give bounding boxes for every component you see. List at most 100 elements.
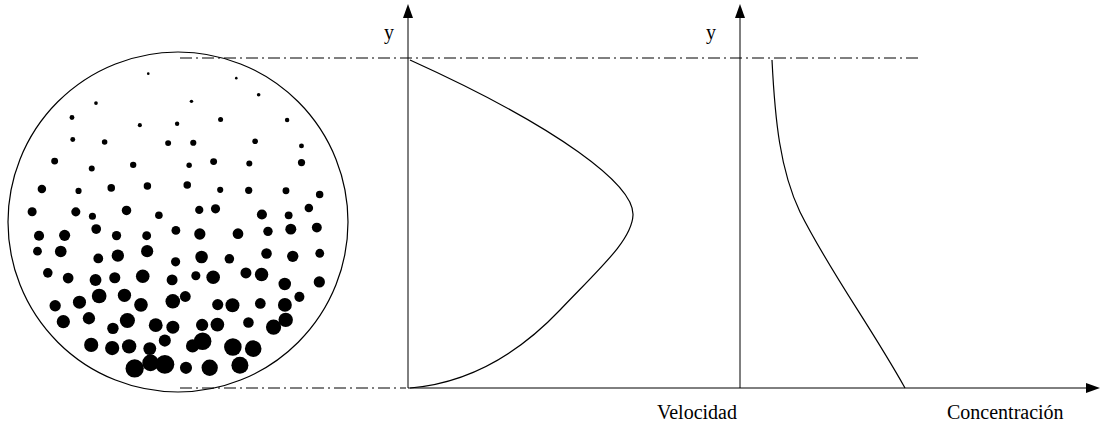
particle	[245, 340, 262, 357]
particle	[38, 185, 46, 193]
particle	[211, 318, 225, 332]
particle	[55, 246, 67, 258]
particle	[283, 187, 290, 194]
particle	[147, 72, 150, 75]
particle	[285, 224, 296, 235]
reference-line	[180, 58, 918, 59]
particle	[172, 226, 181, 235]
particle	[28, 207, 37, 216]
particle	[165, 140, 171, 146]
particle	[305, 204, 314, 213]
particle	[212, 299, 223, 310]
particle	[75, 188, 81, 194]
particle	[196, 319, 208, 331]
particle	[102, 139, 108, 145]
axis-label: Velocidad	[657, 402, 737, 422]
particle	[246, 160, 252, 166]
axis-label: Concentración	[947, 402, 1064, 422]
particle	[194, 228, 205, 239]
particle	[107, 184, 115, 192]
particle	[252, 138, 258, 144]
particle	[94, 101, 98, 105]
particle	[195, 251, 208, 264]
particle	[57, 315, 70, 328]
particle	[83, 312, 95, 324]
pipe-section	[8, 52, 348, 392]
velocity-profile	[410, 60, 633, 388]
particle	[175, 122, 179, 126]
axis-label: y	[384, 22, 394, 42]
particle	[180, 362, 192, 374]
particle	[112, 231, 121, 240]
particle	[231, 357, 248, 374]
particle	[51, 158, 58, 165]
particle	[211, 204, 220, 213]
particle	[105, 341, 119, 355]
axis-label: y	[706, 22, 716, 42]
particle	[240, 267, 251, 278]
particle	[71, 207, 80, 216]
particle	[190, 140, 196, 146]
particle	[245, 187, 252, 194]
particle	[43, 268, 53, 278]
particle	[34, 231, 44, 241]
particle	[194, 332, 212, 350]
particle	[73, 296, 86, 309]
particle	[109, 272, 120, 283]
particle	[294, 292, 304, 302]
particle	[299, 143, 304, 148]
concentration-profile	[772, 60, 905, 388]
particle	[257, 93, 261, 97]
particle	[217, 187, 223, 193]
particle	[63, 273, 74, 284]
particle	[278, 313, 292, 327]
particle	[149, 318, 163, 332]
particle	[180, 291, 191, 302]
particle	[261, 248, 272, 259]
particle	[142, 231, 151, 240]
particle	[183, 181, 191, 189]
particle	[218, 117, 223, 122]
arrowhead	[735, 4, 745, 18]
particle	[90, 274, 102, 286]
particle	[130, 162, 136, 168]
y-axis	[740, 12, 741, 388]
particle	[278, 278, 291, 291]
particle	[255, 298, 266, 309]
arrowhead	[1086, 383, 1100, 393]
particle	[171, 257, 180, 266]
particle	[122, 206, 132, 216]
particle	[143, 342, 156, 355]
x-axis	[408, 388, 1092, 389]
particle	[186, 162, 191, 167]
particle	[263, 227, 272, 236]
particle	[159, 335, 171, 347]
particle	[224, 338, 242, 356]
particle	[314, 276, 325, 287]
particle	[285, 211, 293, 219]
particle	[92, 289, 107, 304]
particle	[136, 269, 150, 283]
particle	[210, 158, 217, 165]
particle	[89, 165, 95, 171]
particle	[84, 338, 98, 352]
particle	[122, 339, 136, 353]
particle	[167, 274, 178, 285]
particle	[190, 100, 193, 103]
particle	[141, 245, 153, 257]
y-axis	[408, 12, 409, 388]
particle	[107, 323, 118, 334]
particle	[315, 249, 324, 258]
particle	[165, 294, 180, 309]
particle	[112, 249, 124, 261]
particle	[298, 159, 305, 166]
particle	[191, 271, 200, 280]
particle	[255, 268, 268, 281]
particle	[235, 77, 238, 80]
particle	[206, 270, 220, 284]
particle	[202, 360, 218, 376]
particle	[226, 298, 240, 312]
particle	[134, 298, 148, 312]
particle	[138, 123, 142, 127]
